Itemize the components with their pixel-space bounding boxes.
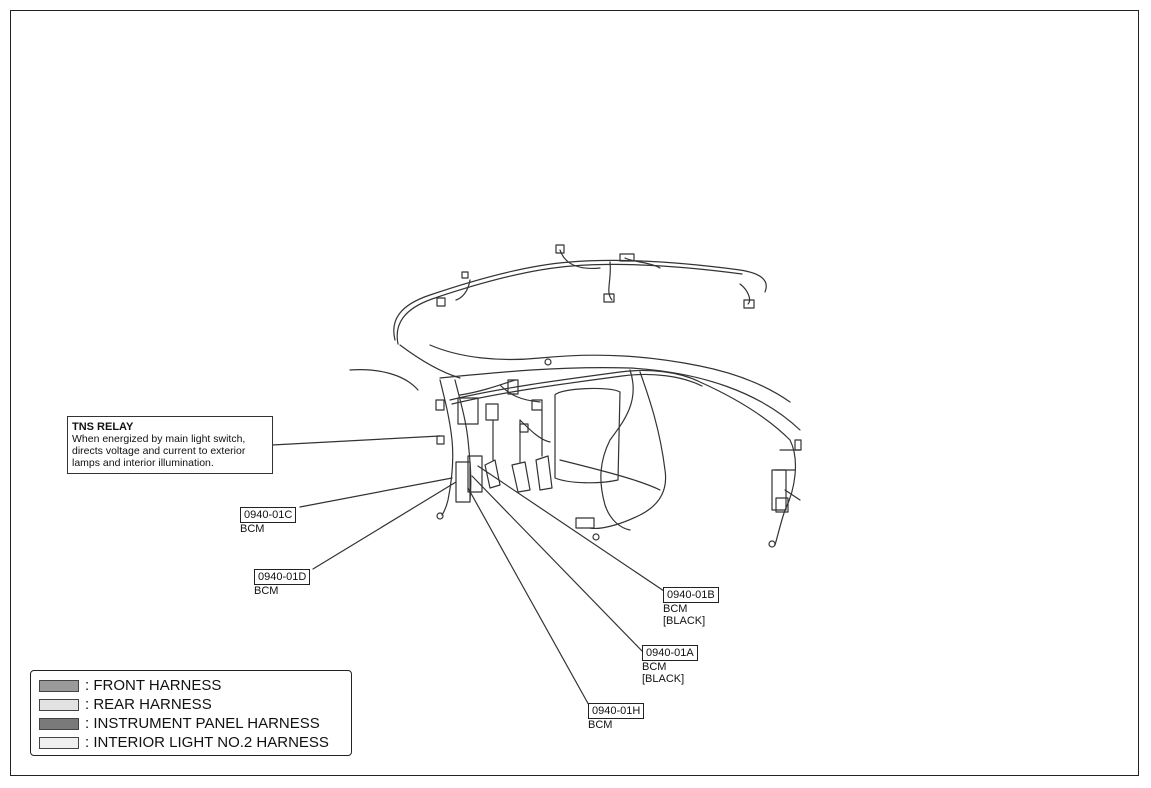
legend-swatch [39, 736, 79, 749]
roof-harness [393, 259, 767, 341]
connector-label: BCM [240, 523, 265, 535]
connector-code: 0940-01B [663, 587, 719, 603]
tns-relay-callout: TNS RELAY When energized by main light s… [67, 416, 273, 474]
legend-swatch [39, 717, 79, 730]
diagram-frame [10, 10, 1139, 776]
connector-label: BCM [254, 585, 279, 597]
connector-code: 0940-01A [642, 645, 698, 661]
connector-code: 0940-01C [240, 507, 297, 523]
legend-item-interior-light-no2-harness: : INTERIOR LIGHT NO.2 HARNESS [39, 733, 343, 752]
legend-swatch [39, 679, 79, 692]
connector-color: [BLACK] [663, 615, 706, 627]
connector-0940-01C[interactable]: 0940-01C BCM [240, 507, 297, 535]
tns-relay-description: When energized by main light switch, dir… [72, 433, 246, 469]
legend-item-rear-harness: : REAR HARNESS [39, 695, 343, 714]
tns-relay-title: TNS RELAY [72, 421, 134, 433]
connector-label: BCM [642, 661, 667, 673]
connector-0940-01H[interactable]: 0940-01H BCM [588, 703, 645, 731]
legend-label: : INTERIOR LIGHT NO.2 HARNESS [85, 734, 329, 751]
harness-legend: : FRONT HARNESS : REAR HARNESS : INSTRUM… [30, 670, 352, 756]
connector-color: [BLACK] [642, 673, 685, 685]
legend-item-front-harness: : FRONT HARNESS [39, 676, 343, 695]
connector-label: BCM [588, 719, 613, 731]
legend-item-instrument-panel-harness: : INSTRUMENT PANEL HARNESS [39, 714, 343, 733]
connector-label: BCM [663, 603, 688, 615]
legend-label: : FRONT HARNESS [85, 677, 222, 694]
legend-label: : INSTRUMENT PANEL HARNESS [85, 715, 320, 732]
connector-0940-01D[interactable]: 0940-01D BCM [254, 569, 311, 597]
connector-0940-01B[interactable]: 0940-01B BCM [BLACK] [663, 587, 719, 627]
connector-code: 0940-01H [588, 703, 645, 719]
connector-code: 0940-01D [254, 569, 311, 585]
connector-0940-01A[interactable]: 0940-01A BCM [BLACK] [642, 645, 698, 685]
legend-swatch [39, 698, 79, 711]
instrument-panel-harness [449, 369, 796, 546]
legend-label: : REAR HARNESS [85, 696, 212, 713]
